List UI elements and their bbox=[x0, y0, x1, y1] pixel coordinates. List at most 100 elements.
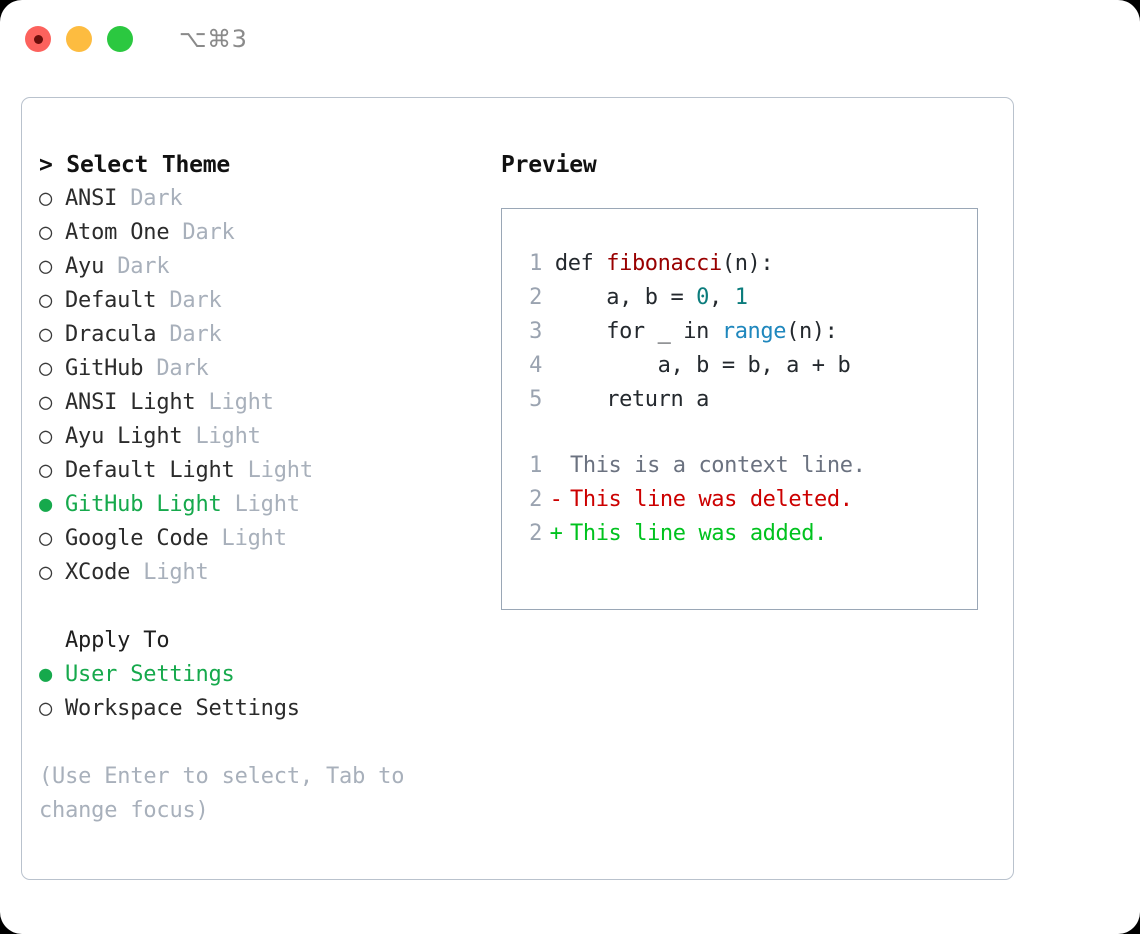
code-line: 5 return a bbox=[516, 383, 850, 417]
radio-unselected-icon: ○ bbox=[39, 696, 53, 721]
theme-option-atom-one[interactable]: ○ Atom One Dark bbox=[39, 216, 479, 250]
theme-option-label: Default Light bbox=[65, 458, 235, 483]
radio-unselected-icon: ○ bbox=[39, 356, 53, 381]
radio-unselected-icon: ○ bbox=[39, 560, 53, 585]
apply-to-heading: Apply To bbox=[65, 628, 170, 653]
code-line: 3 for _ in range(n): bbox=[516, 315, 850, 349]
theme-option-category: Dark bbox=[169, 288, 222, 313]
code-token-plain: (n): bbox=[721, 251, 774, 276]
code-token-plain: , bbox=[709, 285, 735, 310]
code-line: 2 a, b = 0, 1 bbox=[516, 281, 850, 315]
panel-columns: > Select Theme ○ANSI Dark○Atom One Dark○… bbox=[22, 98, 1013, 879]
theme-option-dracula[interactable]: ○Dracula Dark bbox=[39, 318, 479, 352]
radio-unselected-icon: ○ bbox=[39, 254, 53, 279]
line-number: 2 bbox=[529, 285, 542, 310]
maximize-button[interactable] bbox=[107, 26, 133, 52]
theme-option-category: Light bbox=[195, 424, 261, 449]
keyboard-hint-text: (Use Enter to select, Tab to change focu… bbox=[39, 764, 405, 823]
theme-option-github[interactable]: ○ GitHub Dark bbox=[39, 352, 479, 386]
theme-option-label: ANSI bbox=[65, 186, 118, 211]
theme-option-label: Google Code bbox=[65, 526, 209, 551]
radio-unselected-icon: ○ bbox=[39, 288, 53, 313]
preview-column: Preview 1 def fibonacci(n):2 a, b = 0, 1… bbox=[501, 148, 991, 610]
theme-option-github-light[interactable]: ●GitHub Light Light bbox=[39, 488, 479, 522]
code-line: 4 a, b = b, a + b bbox=[516, 349, 851, 383]
code-token-func: fibonacci bbox=[606, 251, 722, 276]
theme-selector-column: > Select Theme ○ANSI Dark○Atom One Dark○… bbox=[39, 148, 479, 828]
line-number: 4 bbox=[529, 353, 542, 378]
apply-to-option-label: User Settings bbox=[65, 662, 235, 687]
radio-unselected-icon: ○ bbox=[39, 424, 53, 449]
theme-option-label: ANSI Light bbox=[65, 390, 196, 415]
apply-to-option-user-settings[interactable]: ● User Settings bbox=[39, 658, 479, 692]
theme-option-label: Default bbox=[65, 288, 157, 313]
radio-unselected-icon: ○ bbox=[39, 526, 53, 551]
line-number: 1 bbox=[529, 251, 542, 276]
theme-option-google-code[interactable]: ○ Google Code Light bbox=[39, 522, 479, 556]
theme-option-label: GitHub Light bbox=[65, 492, 222, 517]
code-token-call: range bbox=[721, 319, 787, 344]
radio-selected-icon: ● bbox=[39, 662, 53, 687]
theme-option-ansi-light[interactable]: ○ANSI Light Light bbox=[39, 386, 479, 420]
main-panel: > Select Theme ○ANSI Dark○Atom One Dark○… bbox=[21, 97, 1014, 880]
diff-sign bbox=[542, 449, 570, 483]
code-token-num: 1 bbox=[734, 285, 748, 310]
diff-line-del: 2-This line was deleted. bbox=[516, 483, 865, 517]
theme-option-label: Atom One bbox=[65, 220, 170, 245]
theme-option-ayu[interactable]: ○Ayu Dark bbox=[39, 250, 479, 284]
code-token-plain: return a bbox=[554, 387, 710, 412]
theme-option-category: Light bbox=[221, 526, 287, 551]
theme-option-label: Dracula bbox=[65, 322, 157, 347]
code-token-num: 0 bbox=[696, 285, 710, 310]
theme-option-category: Dark bbox=[130, 186, 183, 211]
theme-option-default[interactable]: ○ Default Dark bbox=[39, 284, 479, 318]
apply-to-list: ● User Settings ○Workspace Settings bbox=[39, 658, 479, 726]
window-controls bbox=[25, 26, 133, 52]
close-button[interactable] bbox=[25, 26, 51, 52]
radio-unselected-icon: ○ bbox=[39, 186, 53, 211]
code-token-plain: a, b = b, a + b bbox=[554, 353, 851, 378]
select-theme-heading: > Select Theme bbox=[39, 152, 231, 178]
theme-option-ayu-light[interactable]: ○ Ayu Light Light bbox=[39, 420, 479, 454]
code-token-plain: for _ in bbox=[554, 319, 722, 344]
radio-unselected-icon: ○ bbox=[39, 220, 53, 245]
diff-line-add: 2 + This line was added. bbox=[516, 517, 865, 551]
diff-sign: - bbox=[549, 487, 563, 512]
line-number: 2 bbox=[529, 487, 542, 512]
radio-unselected-icon: ○ bbox=[39, 390, 53, 415]
theme-option-label: XCode bbox=[65, 560, 131, 585]
preview-heading: Preview bbox=[501, 152, 597, 178]
theme-option-category: Dark bbox=[169, 322, 222, 347]
theme-option-category: Dark bbox=[117, 254, 170, 279]
theme-option-default-light[interactable]: ○ Default Light Light bbox=[39, 454, 479, 488]
code-token-plain: def bbox=[554, 251, 607, 276]
diff-text: This line was deleted. bbox=[570, 487, 853, 512]
diff-sign: + bbox=[549, 521, 563, 546]
diff-sample: 1 This is a context line.2-This line was… bbox=[516, 449, 866, 551]
diff-text: This is a context line. bbox=[570, 453, 866, 478]
apply-to-option-workspace-settings[interactable]: ○Workspace Settings bbox=[39, 692, 479, 726]
theme-option-category: Dark bbox=[156, 356, 209, 381]
code-token-plain: (n): bbox=[786, 319, 838, 344]
radio-unselected-icon: ○ bbox=[39, 458, 53, 483]
theme-option-category: Light bbox=[143, 560, 209, 585]
theme-option-category: Light bbox=[247, 458, 313, 483]
code-line: 1 def fibonacci(n): bbox=[516, 247, 850, 281]
theme-option-label: Ayu Light bbox=[65, 424, 183, 449]
line-number: 3 bbox=[529, 319, 542, 344]
diff-text: This line was added. bbox=[570, 521, 827, 546]
code-token-plain: a, b = bbox=[554, 285, 697, 310]
theme-option-label: GitHub bbox=[65, 356, 144, 381]
minimize-button[interactable] bbox=[66, 26, 92, 52]
line-number: 2 bbox=[529, 521, 542, 546]
diff-line-ctx: 1 This is a context line. bbox=[516, 449, 866, 483]
titlebar: ⌥⌘3 bbox=[0, 0, 1140, 78]
theme-option-xcode[interactable]: ○ XCode Light bbox=[39, 556, 479, 590]
list-spacer bbox=[39, 590, 479, 624]
theme-option-ansi[interactable]: ○ ANSI Dark bbox=[39, 182, 479, 216]
keyboard-shortcut-label: ⌥⌘3 bbox=[179, 25, 248, 53]
theme-option-category: Dark bbox=[182, 220, 235, 245]
theme-option-category: Light bbox=[234, 492, 300, 517]
